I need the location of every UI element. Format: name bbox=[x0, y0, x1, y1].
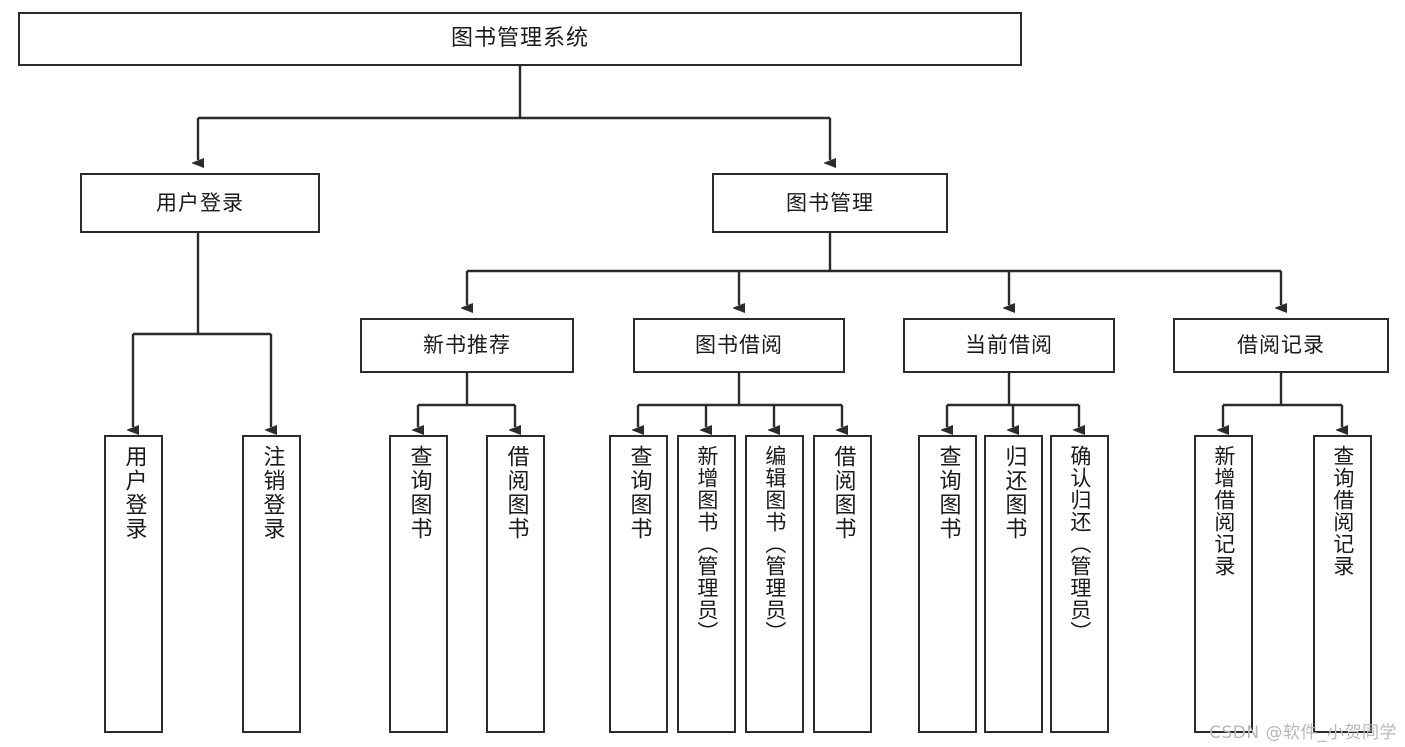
node-root[interactable]: 图书管理系统 bbox=[18, 12, 1022, 66]
node-borrow-record[interactable]: 借阅记录 bbox=[1173, 318, 1389, 373]
node-leaf-query-book-3-label: 查询图书 bbox=[935, 445, 961, 541]
node-leaf-edit-book-label: 编辑图书（管理员） bbox=[762, 445, 787, 643]
node-new-book-recommend-label: 新书推荐 bbox=[423, 333, 511, 358]
node-leaf-borrow-book-1[interactable]: 借阅图书 bbox=[486, 435, 545, 733]
node-leaf-query-book-1[interactable]: 查询图书 bbox=[389, 435, 448, 733]
node-user-login[interactable]: 用户登录 bbox=[80, 173, 320, 233]
node-leaf-edit-book[interactable]: 编辑图书（管理员） bbox=[745, 435, 804, 733]
node-leaf-confirm-return[interactable]: 确认归还（管理员） bbox=[1050, 435, 1109, 733]
node-leaf-add-record[interactable]: 新增借阅记录 bbox=[1194, 435, 1253, 733]
node-leaf-query-book-1-label: 查询图书 bbox=[406, 445, 432, 541]
node-leaf-return-book[interactable]: 归还图书 bbox=[984, 435, 1043, 733]
node-leaf-add-record-label: 新增借阅记录 bbox=[1211, 445, 1236, 577]
node-current-borrow-label: 当前借阅 bbox=[965, 333, 1053, 358]
watermark: CSDN @软件_小贺同学 bbox=[1209, 723, 1397, 743]
node-leaf-query-book-3[interactable]: 查询图书 bbox=[918, 435, 977, 733]
node-leaf-confirm-return-label: 确认归还（管理员） bbox=[1067, 445, 1092, 643]
node-leaf-borrow-book-2-label: 借阅图书 bbox=[830, 445, 856, 541]
node-root-label: 图书管理系统 bbox=[450, 26, 589, 52]
node-leaf-add-book[interactable]: 新增图书（管理员） bbox=[677, 435, 736, 733]
node-current-borrow[interactable]: 当前借阅 bbox=[903, 318, 1115, 373]
node-leaf-query-record[interactable]: 查询借阅记录 bbox=[1313, 435, 1372, 733]
node-book-management[interactable]: 图书管理 bbox=[712, 173, 948, 233]
node-book-management-label: 图书管理 bbox=[786, 190, 874, 215]
node-leaf-query-record-label: 查询借阅记录 bbox=[1330, 445, 1355, 577]
node-leaf-logout-label: 注销登录 bbox=[259, 445, 285, 541]
node-new-book-recommend[interactable]: 新书推荐 bbox=[360, 318, 574, 373]
node-user-login-label: 用户登录 bbox=[156, 190, 244, 215]
node-borrow-record-label: 借阅记录 bbox=[1237, 333, 1325, 358]
node-leaf-borrow-book-1-label: 借阅图书 bbox=[503, 445, 529, 541]
node-leaf-logout[interactable]: 注销登录 bbox=[242, 435, 301, 733]
node-leaf-return-book-label: 归还图书 bbox=[1001, 445, 1027, 541]
node-book-borrow[interactable]: 图书借阅 bbox=[633, 318, 845, 373]
node-leaf-user-login[interactable]: 用户登录 bbox=[104, 435, 163, 733]
node-leaf-query-book-2-label: 查询图书 bbox=[626, 445, 652, 541]
node-book-borrow-label: 图书借阅 bbox=[695, 333, 783, 358]
node-leaf-query-book-2[interactable]: 查询图书 bbox=[609, 435, 668, 733]
node-leaf-borrow-book-2[interactable]: 借阅图书 bbox=[813, 435, 872, 733]
node-leaf-add-book-label: 新增图书（管理员） bbox=[694, 445, 719, 643]
node-leaf-user-login-label: 用户登录 bbox=[121, 445, 147, 541]
